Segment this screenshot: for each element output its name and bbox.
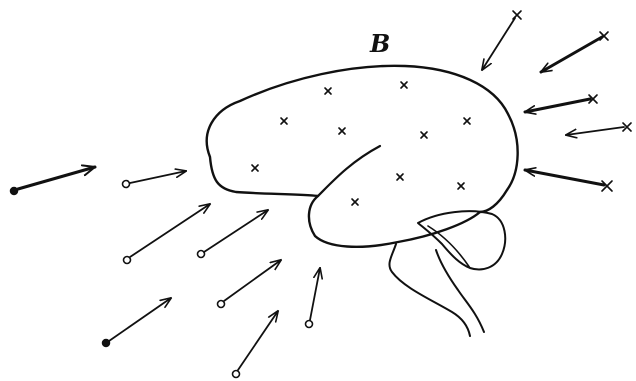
x-mark bbox=[281, 118, 287, 124]
arrow-origin-dot bbox=[11, 188, 18, 195]
incoming-arrow bbox=[103, 298, 172, 347]
incoming-arrow bbox=[198, 210, 269, 258]
incoming-arrow bbox=[233, 311, 279, 378]
outgoing-arrows bbox=[482, 11, 631, 191]
x-mark bbox=[339, 128, 345, 134]
outgoing-arrow bbox=[566, 123, 631, 135]
arrow-origin-circle bbox=[233, 371, 240, 378]
outgoing-arrow bbox=[525, 95, 597, 112]
brain-outline bbox=[207, 66, 518, 336]
outgoing-arrow bbox=[482, 11, 521, 70]
incoming-arrow bbox=[11, 167, 96, 195]
x-mark bbox=[252, 165, 258, 171]
x-mark bbox=[401, 82, 407, 88]
interior-x-marks bbox=[252, 82, 470, 205]
arrow-origin-circle bbox=[306, 321, 313, 328]
x-mark bbox=[421, 132, 427, 138]
arrow-origin-circle bbox=[123, 181, 130, 188]
x-mark bbox=[325, 88, 331, 94]
lateral-sulcus bbox=[318, 146, 380, 196]
outgoing-arrow bbox=[525, 170, 612, 191]
outgoing-arrow bbox=[541, 32, 608, 72]
cerebellum-outline bbox=[418, 211, 505, 269]
incoming-arrows bbox=[11, 167, 321, 378]
incoming-arrow bbox=[218, 260, 282, 308]
brain-label: B bbox=[369, 29, 390, 58]
x-mark bbox=[458, 183, 464, 189]
x-mark bbox=[464, 118, 470, 124]
x-mark bbox=[352, 199, 358, 205]
incoming-arrow bbox=[123, 171, 187, 188]
x-mark bbox=[397, 174, 403, 180]
incoming-arrow bbox=[306, 268, 321, 328]
